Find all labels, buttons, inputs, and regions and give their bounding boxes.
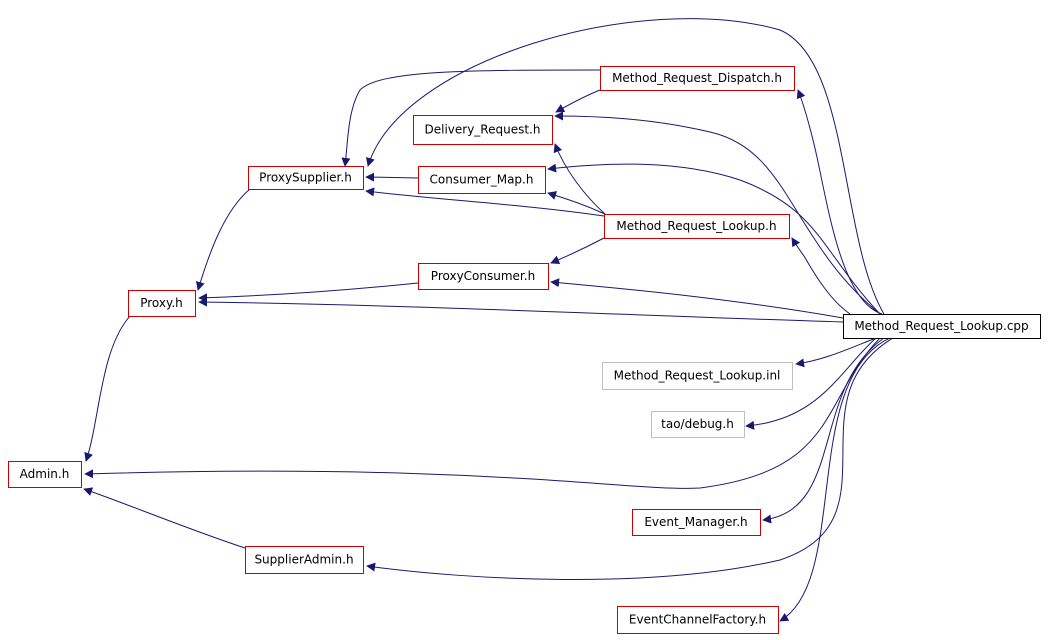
edge-root-to-proxy-supplier <box>366 18 885 315</box>
edge-dispatch-to-proxy-supplier <box>341 69 601 167</box>
node-box-lookup-inl <box>602 362 793 390</box>
edge-root-to-lookup-h <box>791 237 851 315</box>
node-box-supplier-admin <box>245 546 364 574</box>
node-box-debug <box>651 411 745 438</box>
node-label-event-manager: Event_Manager.h <box>644 515 747 529</box>
edge-root-to-dispatch <box>796 89 883 315</box>
node-proxy[interactable]: Proxy.h <box>128 290 196 317</box>
node-label-root: Method_Request_Lookup.cpp <box>854 319 1028 333</box>
node-label-delivery: Delivery_Request.h <box>425 123 541 137</box>
edge-root-to-delivery <box>554 111 881 315</box>
node-box-event-manager <box>632 509 761 536</box>
node-label-admin: Admin.h <box>20 467 70 481</box>
node-box-root <box>843 314 1041 339</box>
node-box-lookup-h <box>604 214 790 239</box>
node-label-consumer-map: Consumer_Map.h <box>430 173 534 187</box>
edge-root-to-lookup-inl <box>795 337 877 368</box>
node-label-supplier-admin: SupplierAdmin.h <box>254 553 353 567</box>
node-lookup-inl: Method_Request_Lookup.inl <box>602 362 793 390</box>
node-root[interactable]: Method_Request_Lookup.cpp <box>843 314 1041 339</box>
edge-dispatch-to-delivery <box>555 89 601 113</box>
node-label-proxy-consumer: ProxyConsumer.h <box>431 269 535 283</box>
node-event-manager[interactable]: Event_Manager.h <box>632 509 761 536</box>
edge-root-to-consumer-map <box>547 163 881 315</box>
node-box-factory <box>617 606 779 634</box>
edge-root-to-admin <box>84 337 881 489</box>
edge-root-to-factory <box>779 337 891 622</box>
node-label-proxy: Proxy.h <box>140 296 183 310</box>
edge-supplier-admin-to-admin <box>83 487 246 549</box>
node-box-consumer-map <box>418 166 546 194</box>
node-proxy-consumer[interactable]: ProxyConsumer.h <box>418 263 549 290</box>
edge-proxy-to-admin <box>84 315 131 462</box>
edge-root-to-debug <box>745 337 877 430</box>
node-box-proxy-supplier <box>248 166 364 190</box>
edge-lookup-h-to-delivery <box>553 143 606 215</box>
node-box-proxy-consumer <box>418 263 549 290</box>
edges-layer <box>83 18 894 622</box>
node-box-dispatch <box>600 66 795 91</box>
node-lookup-h[interactable]: Method_Request_Lookup.h <box>604 214 790 239</box>
node-label-lookup-inl: Method_Request_Lookup.inl <box>614 369 781 383</box>
edge-root-to-proxy-consumer <box>550 278 844 319</box>
node-debug: tao/debug.h <box>651 411 745 438</box>
node-label-proxy-supplier: ProxySupplier.h <box>259 171 352 185</box>
edge-lookup-h-to-proxy-consumer <box>550 237 605 265</box>
node-consumer-map[interactable]: Consumer_Map.h <box>418 166 546 194</box>
edge-consumer-map-to-proxy-supplier <box>365 172 419 182</box>
node-supplier-admin[interactable]: SupplierAdmin.h <box>245 546 364 574</box>
node-proxy-supplier[interactable]: ProxySupplier.h <box>248 166 364 190</box>
edge-lookup-h-to-proxy-supplier <box>365 187 605 217</box>
node-label-debug: tao/debug.h <box>661 417 734 431</box>
node-box-delivery <box>413 115 553 145</box>
node-factory[interactable]: EventChannelFactory.h <box>617 606 779 634</box>
node-dispatch[interactable]: Method_Request_Dispatch.h <box>600 66 795 91</box>
node-label-factory: EventChannelFactory.h <box>629 613 766 627</box>
edge-proxy-consumer-to-proxy <box>198 282 419 303</box>
node-label-dispatch: Method_Request_Dispatch.h <box>612 71 782 85</box>
edge-proxy-supplier-to-proxy <box>196 188 251 291</box>
node-box-proxy <box>128 290 196 317</box>
edge-root-to-event-manager <box>762 337 885 524</box>
node-admin[interactable]: Admin.h <box>8 461 82 488</box>
node-delivery[interactable]: Delivery_Request.h <box>413 115 553 145</box>
edge-root-to-supplier-admin <box>366 337 894 581</box>
nodes-layer: Method_Request_Lookup.cppMethod_Request_… <box>8 66 1041 634</box>
edge-lookup-h-to-consumer-map <box>547 191 606 215</box>
node-label-lookup-h: Method_Request_Lookup.h <box>616 219 776 233</box>
edge-root-to-proxy <box>198 297 844 323</box>
node-box-admin <box>8 461 82 488</box>
